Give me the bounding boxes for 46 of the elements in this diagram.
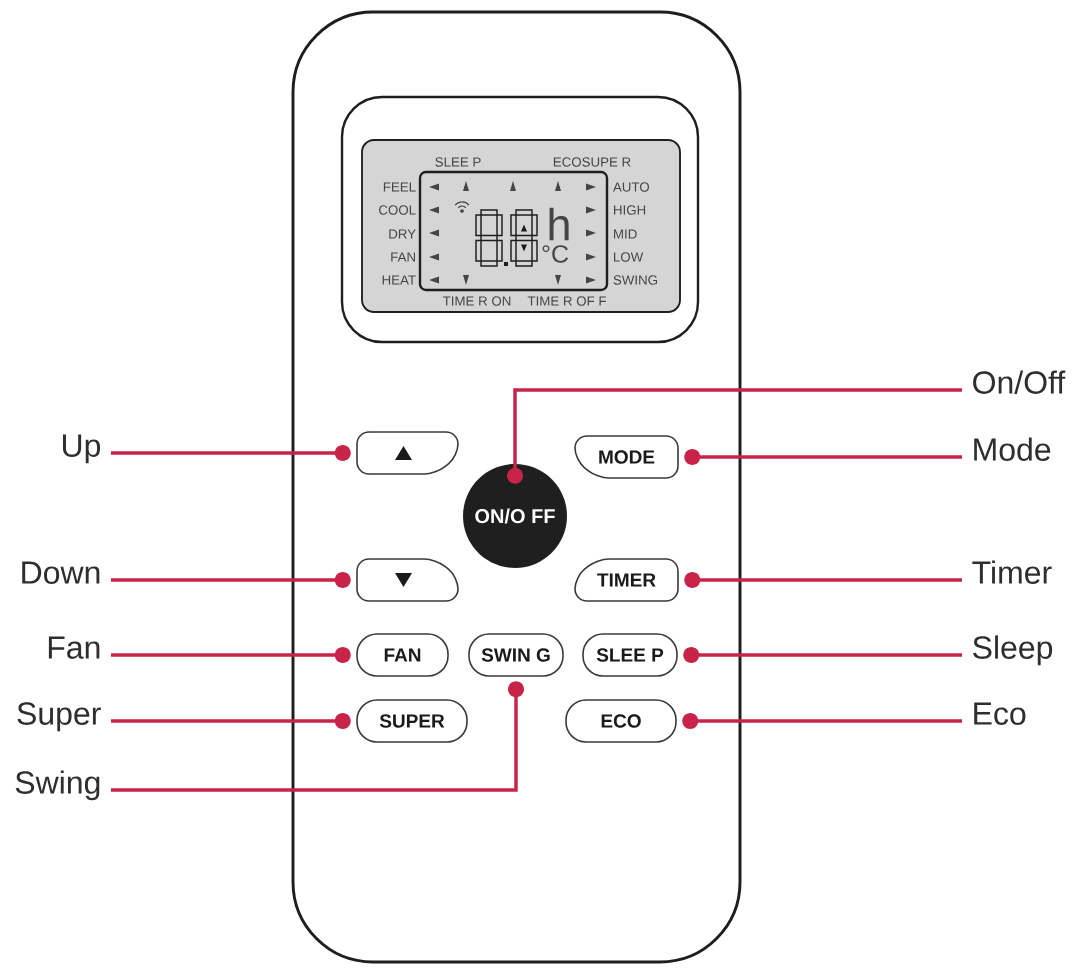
callout-label: Swing bbox=[15, 770, 100, 801]
display-label: AUTO bbox=[612, 182, 649, 192]
display-label: SWING bbox=[613, 275, 658, 285]
leader-line bbox=[683, 647, 962, 663]
display-label: DRY bbox=[389, 229, 416, 239]
leader-line bbox=[111, 445, 351, 461]
display-label: HEAT bbox=[382, 275, 416, 285]
leader-line bbox=[682, 713, 962, 729]
leader-line bbox=[111, 572, 351, 588]
display-label: LOW bbox=[614, 252, 644, 262]
callout-label: Mode bbox=[974, 437, 1051, 461]
callout-label: Sleep bbox=[973, 635, 1053, 666]
display-label: HIGH bbox=[614, 205, 646, 215]
display-label: ECOSUPE R bbox=[553, 157, 631, 167]
callout-label: Up bbox=[62, 434, 101, 464]
remote-button: ECO bbox=[565, 699, 677, 743]
remote-button: FAN bbox=[356, 633, 449, 677]
callout-label: Eco bbox=[974, 702, 1026, 725]
remote-button: TIMER bbox=[574, 558, 679, 602]
display-label: °C bbox=[542, 245, 569, 263]
display-label: TIME R ON bbox=[442, 296, 511, 306]
callout-label: Down bbox=[22, 561, 100, 584]
power-button: ON/O FF bbox=[463, 464, 567, 568]
remote-button: SUPER bbox=[356, 699, 468, 743]
remote-button bbox=[356, 431, 459, 475]
callout-label: Timer bbox=[972, 560, 1052, 584]
display-label: COOL bbox=[379, 205, 416, 215]
leader-line bbox=[684, 572, 962, 588]
remote-button: SWIN G bbox=[468, 633, 564, 677]
leader-line bbox=[111, 681, 524, 792]
display-label: FAN bbox=[391, 252, 415, 262]
leader-line bbox=[111, 713, 351, 729]
callout-label: Super bbox=[17, 702, 101, 732]
leader-line bbox=[684, 449, 962, 465]
display-label: FEEL bbox=[383, 182, 416, 192]
leader-line bbox=[507, 388, 962, 484]
display-label: h bbox=[549, 207, 569, 241]
remote-button: MODE bbox=[574, 435, 679, 479]
leader-line bbox=[111, 647, 351, 663]
callout-label: On/Off bbox=[973, 370, 1066, 394]
display-label: SLEE P bbox=[435, 157, 481, 167]
remote-button bbox=[356, 558, 459, 602]
callout-label: Fan bbox=[48, 636, 100, 659]
remote-button: SLEE P bbox=[582, 633, 678, 677]
display-label: TIME R OF F bbox=[527, 296, 606, 306]
display-label: MID bbox=[614, 229, 637, 239]
